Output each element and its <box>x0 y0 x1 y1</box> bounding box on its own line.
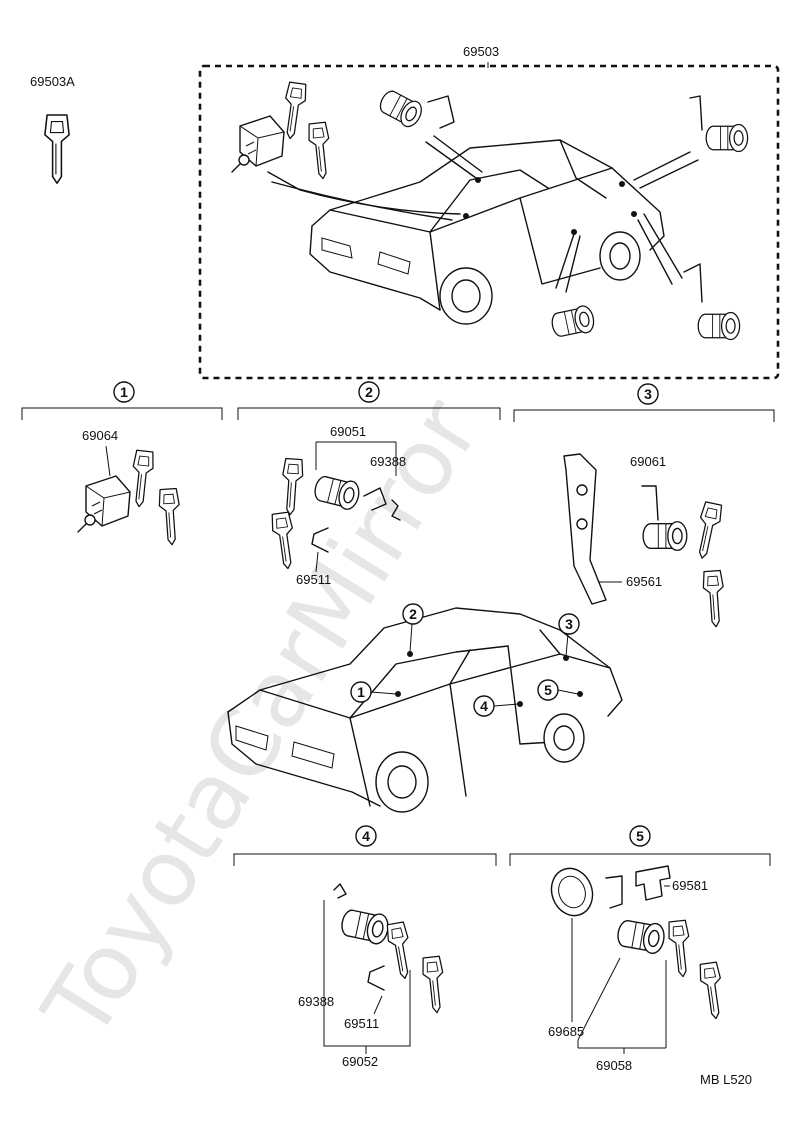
footer-code: MB L520 <box>700 1072 752 1087</box>
label-69685: 69685 <box>548 1024 584 1039</box>
section-3-header: 3 <box>513 383 775 422</box>
label-69561: 69561 <box>626 574 662 589</box>
svg-text:1: 1 <box>357 684 365 700</box>
car-callouts: 1 2 3 4 5 <box>350 603 580 717</box>
svg-text:3: 3 <box>644 386 652 402</box>
svg-text:2: 2 <box>409 606 417 622</box>
label-69051: 69051 <box>330 424 366 439</box>
section-2-header: 2 <box>237 381 501 420</box>
label-69511-s2: 69511 <box>296 572 331 587</box>
label-69581: 69581 <box>672 878 708 893</box>
label-69064: 69064 <box>82 428 118 443</box>
set-69503-box <box>198 64 780 380</box>
section-5-parts <box>550 865 727 1021</box>
label-69503: 69503 <box>463 44 499 59</box>
top-parts <box>231 81 749 341</box>
section-1-header: 1 <box>21 381 223 420</box>
section-1-parts <box>77 449 183 547</box>
svg-text:1: 1 <box>120 384 128 400</box>
section-4-header: 4 <box>233 825 497 866</box>
label-69058: 69058 <box>596 1058 632 1073</box>
label-69388-s4: 69388 <box>298 994 334 1009</box>
svg-text:4: 4 <box>362 828 370 844</box>
svg-text:3: 3 <box>565 616 573 632</box>
label-69503a: 69503A <box>30 74 75 89</box>
section-5-header: 5 <box>509 825 771 866</box>
top-arrows <box>267 135 699 293</box>
label-69052: 69052 <box>342 1054 378 1069</box>
top-key-69503a: 69503A <box>30 74 75 184</box>
label-69511-s4: 69511 <box>344 1016 379 1031</box>
section-3-parts <box>563 453 727 629</box>
svg-text:2: 2 <box>365 384 373 400</box>
svg-text:4: 4 <box>480 698 488 714</box>
svg-text:5: 5 <box>636 828 644 844</box>
top-car-illustration <box>309 139 665 325</box>
section-2-parts <box>269 457 401 573</box>
label-69388-s2: 69388 <box>370 454 406 469</box>
section-4-parts <box>333 883 448 1015</box>
middle-car-illustration <box>227 607 623 813</box>
label-69061: 69061 <box>630 454 666 469</box>
key-icon <box>44 114 70 184</box>
svg-text:5: 5 <box>544 682 552 698</box>
